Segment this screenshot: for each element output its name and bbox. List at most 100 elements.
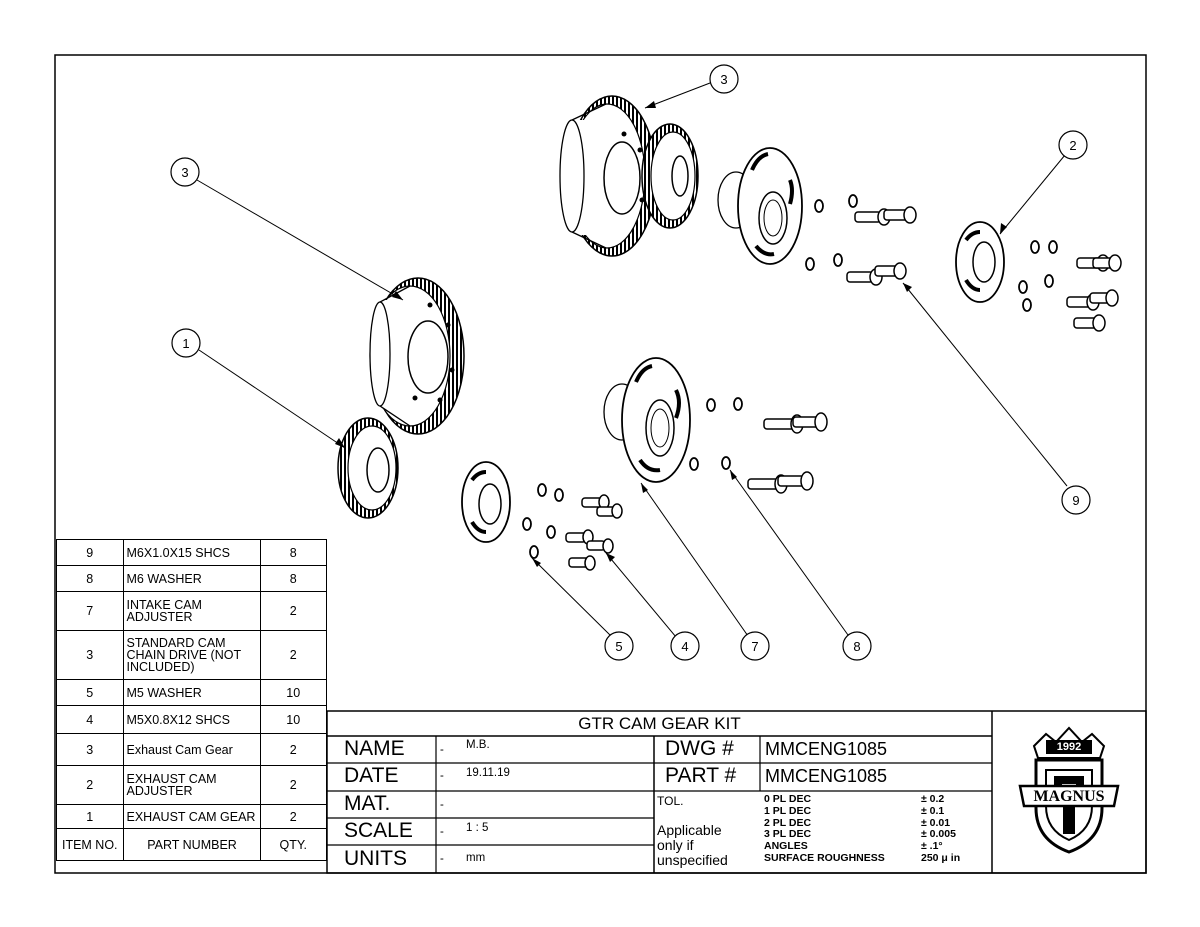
- name-label: NAME: [344, 737, 405, 760]
- bolts: [565, 206, 1122, 571]
- tolerance-row: ANGLES ± .1°: [764, 841, 989, 853]
- applicable-line-1: Applicable: [657, 822, 722, 838]
- name-dash: -: [440, 744, 444, 756]
- tolerance-value: 250 μ in: [921, 851, 961, 864]
- tolerance-row: 3 PL DEC± 0.005: [764, 829, 989, 841]
- svg-text:2: 2: [1069, 138, 1076, 153]
- applicable-line-3: unspecified: [657, 852, 728, 868]
- bom-cell-item: 9: [56, 539, 124, 566]
- bom-cell-item: 4: [56, 705, 124, 734]
- bom-cell-qty: 2: [259, 733, 328, 766]
- tolerance-value: ± 0.1: [921, 804, 945, 817]
- tolerance-label: 2 PL DEC: [764, 816, 812, 829]
- bom-cell-part: M5X0.8X12 SHCS: [122, 705, 261, 734]
- tol-label: TOL.: [657, 794, 684, 808]
- intake-cam-adjuster-top: [717, 147, 803, 265]
- svg-text:7: 7: [751, 639, 758, 654]
- tolerance-value: ± .1°: [921, 840, 943, 853]
- dwg-label: DWG #: [665, 737, 734, 760]
- bom-cell-qty: 2: [259, 591, 328, 631]
- exhaust-cam-gear-left: [369, 277, 465, 435]
- tolerance-label: 3 PL DEC: [764, 828, 812, 841]
- tolerance-row: 2 PL DEC ± 0.01: [764, 816, 989, 830]
- cam-chain-drive-top: [559, 95, 699, 257]
- svg-text:4: 4: [681, 639, 688, 654]
- magnus-logo: [1018, 726, 1120, 854]
- svg-text:8: 8: [853, 639, 860, 654]
- date-dash: -: [440, 770, 444, 782]
- svg-text:3: 3: [720, 72, 727, 87]
- washers: [522, 194, 1058, 559]
- scale-value: 1 : 5: [466, 822, 489, 834]
- bom-cell-qty: 2: [259, 804, 328, 829]
- tolerance-label: ANGLES: [764, 840, 808, 853]
- tolerance-row: 1 PL DEC ± 0.1: [764, 804, 989, 818]
- bom-cell-qty: 2: [259, 630, 328, 680]
- scale-dash: -: [440, 826, 444, 838]
- applicable-line-2: only if: [657, 837, 694, 853]
- bom-cell-item: 7: [56, 591, 124, 631]
- bom-cell-item: 3: [56, 733, 124, 766]
- logo-text: MAGNUS: [1033, 788, 1105, 805]
- bom-cell-item: 8: [56, 565, 124, 592]
- tolerance-row: SURFACE ROUGHNESS 250 μ in: [764, 851, 989, 865]
- tolerance-value: ± 0.2: [921, 793, 945, 805]
- title-block-grid: [326, 710, 1147, 874]
- tolerance-row: 0 PL DEC± 0.2: [764, 794, 989, 806]
- balloon-9: 9: [1061, 485, 1091, 515]
- logo-year: 1992: [1056, 741, 1082, 753]
- exhaust-cam-adjuster-bottom: [461, 461, 511, 543]
- bom-header-item: ITEM NO.: [56, 828, 124, 861]
- intake-cam-adjuster-bottom: [603, 357, 691, 483]
- balloon-2: 2: [1058, 130, 1088, 160]
- part-label: PART #: [665, 764, 737, 787]
- balloon-7: 7: [740, 631, 770, 661]
- mat-label: MAT.: [344, 792, 391, 815]
- bom-cell-part: M6X1.0X15 SHCS: [122, 539, 261, 566]
- svg-text:3: 3: [181, 165, 188, 180]
- balloon-4: 4: [670, 631, 700, 661]
- balloon-8: 8: [842, 631, 872, 661]
- bom-cell-item: 2: [56, 765, 124, 805]
- bom-cell-part: M6 WASHER: [122, 565, 261, 592]
- scale-label: SCALE: [344, 819, 413, 842]
- exhaust-cam-gear-small: [337, 417, 399, 519]
- tolerance-label: 1 PL DEC: [764, 804, 812, 817]
- leader-lines: [196, 82, 1068, 638]
- balloon-3-left: 3: [170, 157, 200, 187]
- bom-cell-part: EXHAUST CAM ADJUSTER: [122, 765, 261, 805]
- tolerance-value: ± 0.01: [921, 816, 951, 829]
- svg-text:1: 1: [182, 336, 189, 351]
- drawing-title: GTR CAM GEAR KIT: [578, 714, 741, 733]
- mat-dash: -: [440, 799, 444, 811]
- date-value: 19.11.19: [466, 767, 510, 779]
- bom-header-part: PART NUMBER: [122, 828, 261, 861]
- bom-header-qty: QTY.: [259, 828, 328, 861]
- exhaust-cam-adjuster-right: [955, 221, 1005, 303]
- svg-text:5: 5: [615, 639, 622, 654]
- units-dash: -: [440, 853, 444, 865]
- bom-cell-part: Exhaust Cam Gear: [122, 733, 261, 766]
- bom-cell-qty: 2: [259, 765, 328, 805]
- arrowheads: [335, 101, 1007, 567]
- bom-cell-qty: 8: [259, 539, 328, 566]
- bom-cell-qty: 10: [259, 705, 328, 734]
- balloon-3-top: 3: [709, 64, 739, 94]
- bom-cell-part: EXHAUST CAM GEAR: [122, 804, 261, 829]
- tolerance-label: SURFACE ROUGHNESS: [764, 851, 885, 864]
- units-value: mm: [466, 852, 486, 864]
- dwg-value: MMCENG1085: [765, 739, 888, 759]
- bom-cell-part: M5 WASHER: [122, 679, 261, 706]
- part-value: MMCENG1085: [765, 766, 888, 786]
